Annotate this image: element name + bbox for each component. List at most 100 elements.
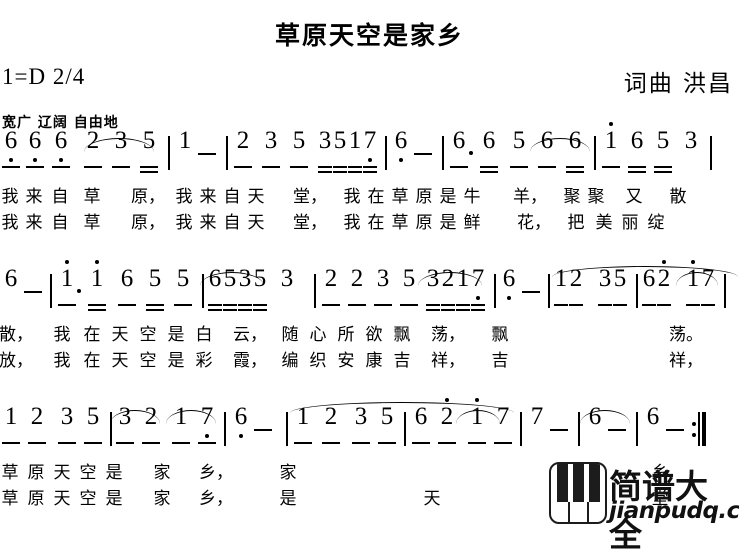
lyric-syllable: 在 xyxy=(367,187,385,207)
lyric-syllable: 天 xyxy=(423,489,441,509)
note-2: 2 xyxy=(657,260,671,320)
lyric-syllable: 聚 xyxy=(587,187,605,207)
note-5: 5 xyxy=(253,262,267,320)
note-1: 1 xyxy=(58,260,76,320)
lyric-syllable: 荡。 xyxy=(669,325,703,345)
lyric-syllable: 自 xyxy=(223,187,241,207)
note-2: 2 xyxy=(348,262,366,320)
lyric-syllable: 又 xyxy=(625,187,643,207)
barline xyxy=(385,136,387,170)
note-3: 3 xyxy=(426,262,440,320)
lyric-syllable: 空 xyxy=(79,489,97,509)
lyric-syllable: 是 xyxy=(167,351,185,371)
duration-dash xyxy=(664,412,686,446)
lyric-syllable: 白 xyxy=(195,325,213,345)
note-2: 2 xyxy=(322,400,340,458)
lyric-syllable: 原， xyxy=(131,213,165,233)
lyric-syllable: 编 xyxy=(281,351,299,371)
lyric-syllable: 聚 xyxy=(563,187,581,207)
note-7: 7 xyxy=(530,403,544,430)
lyrics-line-2: 放，我在天空是彩霞，编织安康吉祥，吉祥， xyxy=(0,346,739,372)
lyric-syllable: 祥， xyxy=(669,351,703,371)
note-1: 1 xyxy=(88,260,106,320)
lyric-syllable: 空 xyxy=(139,325,157,345)
note-5: 5 xyxy=(333,124,347,182)
lyric-syllable: 来 xyxy=(25,213,43,233)
note-5: 5 xyxy=(174,262,192,320)
note-2: 2 xyxy=(441,262,455,320)
note-7: 7 xyxy=(701,262,715,320)
repeat-end-sign xyxy=(692,412,706,446)
duration-dash xyxy=(520,274,542,308)
note-6: 6 xyxy=(26,124,44,182)
note-5: 5 xyxy=(84,400,102,458)
note-1: 1 xyxy=(2,400,20,458)
lyric-syllable: 天 xyxy=(111,351,129,371)
lyric-syllable: 草 xyxy=(1,489,19,509)
note-6: 6 xyxy=(628,124,646,182)
lyric-syllable: 牛 xyxy=(463,187,481,207)
lyric-syllable: 家 xyxy=(153,463,171,483)
lyric-syllable: 乡 xyxy=(651,463,669,483)
lyric-syllable: 我 xyxy=(175,213,193,233)
lyric-syllable: 随 xyxy=(281,325,299,345)
composer-credit: 词曲 洪昌 xyxy=(623,71,733,97)
note-6: 6 xyxy=(118,262,136,320)
barline xyxy=(110,412,112,446)
note-6: 6 xyxy=(538,124,556,182)
lyric-syllable: 我 xyxy=(1,187,19,207)
barline xyxy=(494,274,496,308)
note-6: 6 xyxy=(208,262,222,320)
lyric-syllable: 自 xyxy=(223,213,241,233)
lyric-syllable: 祥， xyxy=(431,351,465,371)
note-2: 2 xyxy=(84,124,102,182)
lyric-syllable: 堂， xyxy=(293,213,327,233)
lyric-syllable: 飘 xyxy=(491,325,509,345)
note-5: 5 xyxy=(146,262,164,320)
lyric-syllable: 绽 xyxy=(647,213,665,233)
barline xyxy=(286,412,288,446)
lyric-syllable: 我 xyxy=(343,187,361,207)
note-3: 3 xyxy=(318,124,332,182)
augmentation-dot xyxy=(468,136,475,170)
note-5: 5 xyxy=(400,262,418,320)
lyric-syllable: 草 xyxy=(391,213,409,233)
duration-dash xyxy=(606,412,628,446)
lyric-syllable: 原 xyxy=(415,187,433,207)
lyric-syllable: 所 xyxy=(337,325,355,345)
lyric-syllable: 在 xyxy=(83,325,101,345)
page-title: 草原天空是家乡 xyxy=(274,21,464,50)
lyric-syllable: 吉 xyxy=(393,351,411,371)
lyric-syllable: 我 xyxy=(1,213,19,233)
lyric-syllable: 草 xyxy=(83,213,101,233)
duration-dash xyxy=(548,412,570,446)
note-6: 6 xyxy=(412,400,430,458)
note-3: 3 xyxy=(352,400,370,458)
lyric-syllable: 是 xyxy=(105,489,123,509)
lyric-syllable: 丽 xyxy=(621,213,639,233)
lyric-syllable: 乡， xyxy=(199,463,233,483)
barline xyxy=(548,274,550,308)
lyric-syllable: 散， xyxy=(0,325,33,345)
note-2: 2 xyxy=(234,124,252,182)
note-3: 3 xyxy=(58,400,76,458)
lyric-syllable: 安 xyxy=(337,351,355,371)
note-7: 7 xyxy=(198,400,216,458)
note-6: 6 xyxy=(2,124,20,182)
lyric-syllable: 堂 xyxy=(651,489,669,509)
lyric-syllable: 空 xyxy=(79,463,97,483)
duration-dash xyxy=(22,274,44,308)
lyric-syllable: 我 xyxy=(343,213,361,233)
note-5: 5 xyxy=(378,400,396,458)
duration-dash xyxy=(412,136,434,170)
lyric-syllable: 天 xyxy=(53,463,71,483)
note-5: 5 xyxy=(290,124,308,182)
lyric-syllable: 是 xyxy=(105,463,123,483)
